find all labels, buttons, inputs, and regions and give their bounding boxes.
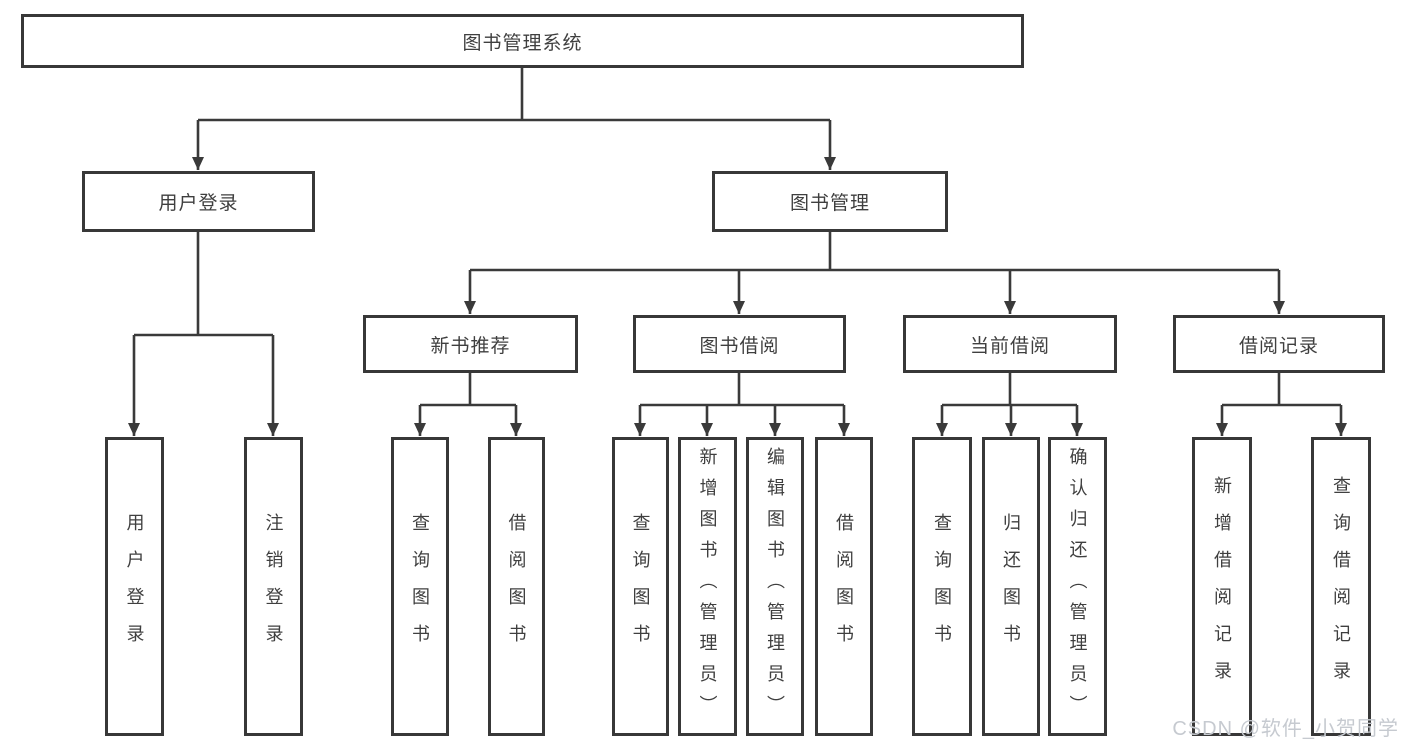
node-leaf-query-books-3-label: 查询图书 [932,512,952,661]
node-user-login: 用户登录 [82,171,315,232]
node-new-book-rec-label: 新书推荐 [430,335,511,357]
node-borrow-records: 借阅记录 [1173,315,1385,373]
node-leaf-query-books-2-label: 查询图书 [630,512,651,661]
node-leaf-add-record-label: 新增借阅记录 [1212,475,1232,698]
node-leaf-query-record-label: 查询借阅记录 [1331,475,1351,698]
node-leaf-add-record: 新增借阅记录 [1192,437,1252,736]
node-leaf-edit-books-label: 编辑图书（管理员） [765,447,785,726]
node-leaf-logout: 注销登录 [244,437,303,736]
node-current-borrow-label: 当前借阅 [969,335,1050,357]
node-leaf-edit-books: 编辑图书（管理员） [746,437,804,736]
node-leaf-borrow-books-1-label: 借阅图书 [506,512,527,661]
node-leaf-query-books-2: 查询图书 [612,437,669,736]
node-leaf-return-books: 归还图书 [982,437,1040,736]
node-new-book-rec: 新书推荐 [363,315,578,373]
node-book-mgmt-label: 图书管理 [789,193,870,214]
node-root: 图书管理系统 [21,14,1024,68]
node-leaf-add-books: 新增图书（管理员） [678,437,737,736]
node-leaf-add-books-label: 新增图书（管理员） [697,447,718,726]
node-book-borrow-label: 图书借阅 [699,335,780,357]
node-leaf-query-books-1: 查询图书 [391,437,449,736]
node-leaf-borrow-books-2-label: 借阅图书 [834,512,854,661]
node-leaf-query-books-3: 查询图书 [912,437,972,736]
node-book-mgmt: 图书管理 [712,171,948,232]
node-leaf-borrow-books-1: 借阅图书 [488,437,545,736]
node-leaf-query-books-1-label: 查询图书 [410,512,430,661]
node-leaf-return-books-label: 归还图书 [1001,512,1021,661]
node-book-borrow: 图书借阅 [633,315,846,373]
node-leaf-query-record: 查询借阅记录 [1311,437,1371,736]
node-leaf-user-login: 用户登录 [105,437,164,736]
node-leaf-confirm-return-label: 确认归还（管理员） [1067,447,1088,726]
node-leaf-logout-label: 注销登录 [263,512,284,661]
node-leaf-borrow-books-2: 借阅图书 [815,437,873,736]
node-leaf-user-login-label: 用户登录 [124,512,145,661]
node-borrow-records-label: 借阅记录 [1238,335,1319,357]
node-root-label: 图书管理系统 [462,32,583,54]
node-leaf-confirm-return: 确认归还（管理员） [1048,437,1107,736]
node-user-login-label: 用户登录 [158,193,239,214]
node-current-borrow: 当前借阅 [903,315,1117,373]
